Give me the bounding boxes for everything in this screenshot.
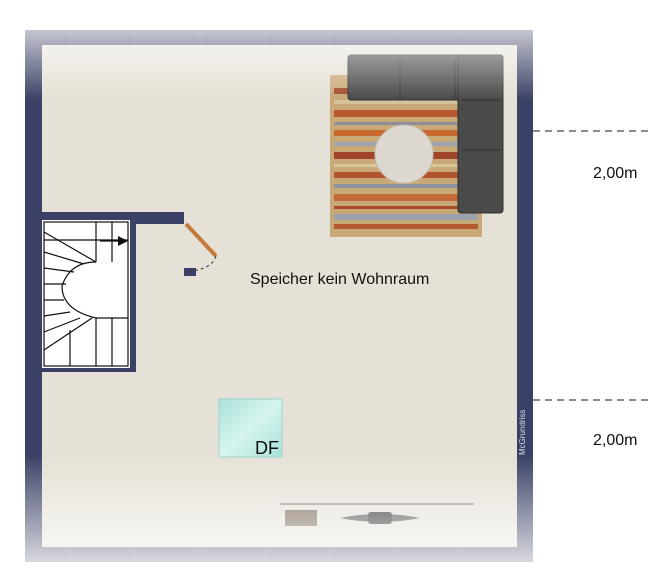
door-swing-arc xyxy=(183,255,217,273)
bottom-fade xyxy=(0,455,653,579)
top-fade xyxy=(0,0,653,100)
room-label: Speicher kein Wohnraum xyxy=(250,271,430,288)
dimension-label-upper: 2,00m xyxy=(593,165,638,182)
stair-wall-lower xyxy=(184,268,196,276)
stair-direction-arrow xyxy=(118,236,128,246)
dimension-label-lower: 2,00m xyxy=(593,432,638,449)
coffee-table xyxy=(374,124,434,184)
stair-inner-floor xyxy=(42,220,130,368)
door-leaf xyxy=(184,222,218,258)
watermark: McGrundriss xyxy=(518,409,527,455)
skylight-label: DF xyxy=(255,438,279,458)
staircase xyxy=(43,221,129,367)
skylight-window xyxy=(218,398,283,458)
